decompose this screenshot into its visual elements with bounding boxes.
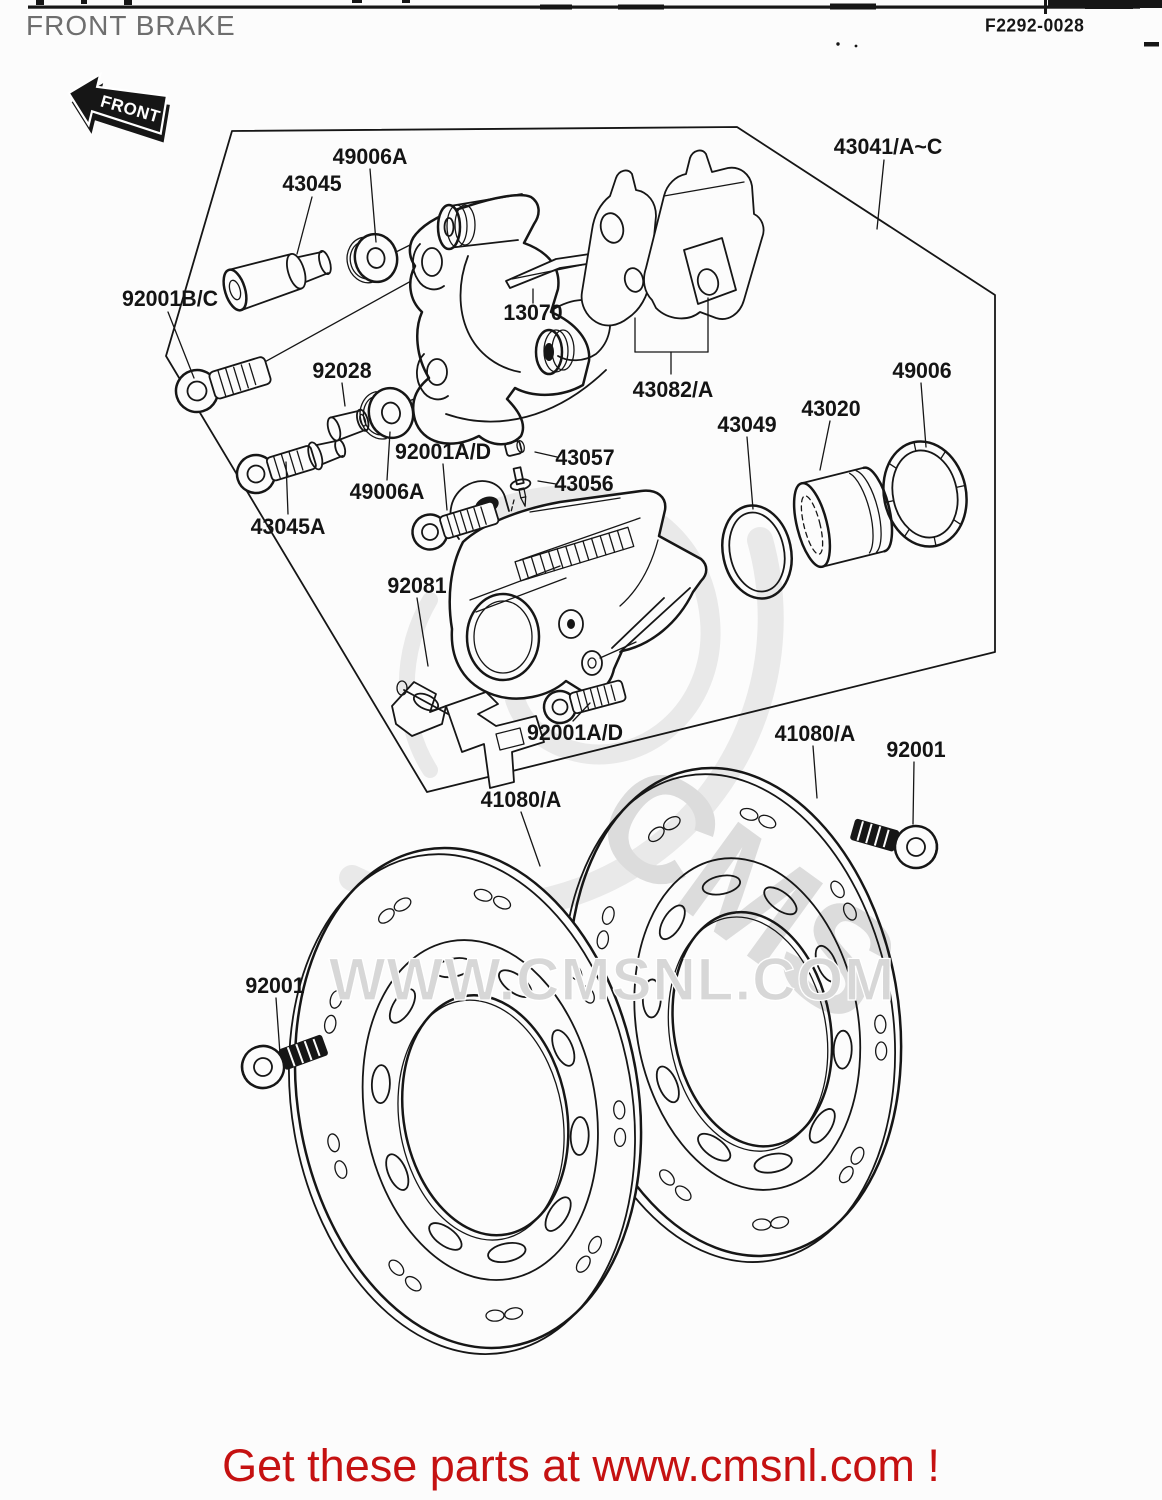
brake-disc-left	[288, 846, 643, 1355]
part-label-92081[interactable]: 92081	[387, 573, 447, 598]
part-label-92001bc[interactable]: 92001B/C	[121, 286, 219, 311]
part-label-49006[interactable]: 49006	[892, 358, 952, 383]
bleed-valve-drawing	[504, 440, 532, 513]
part-label-43057[interactable]: 43057	[555, 445, 615, 470]
part-label-41080a[interactable]: 41080/A	[774, 721, 856, 746]
bolt-92001bc	[174, 356, 272, 414]
bolt-92001ad-upper	[411, 500, 500, 551]
border-polygon	[165, 126, 996, 793]
part-label-92028[interactable]: 92028	[312, 358, 372, 383]
piston-43020-drawing	[792, 466, 894, 569]
bolt-92001ad-lower	[542, 679, 627, 725]
bolt-92001-right	[850, 818, 939, 870]
part-label-49006a[interactable]: 49006A	[349, 479, 425, 504]
front-arrow: FRONT	[67, 71, 170, 143]
pads-group-bracket	[634, 297, 709, 375]
bolt-43045a	[235, 438, 347, 495]
bolt-92001-left	[240, 1034, 328, 1090]
watermark-url-text: WWW.CMSNL.COM	[329, 946, 895, 1013]
part-label-43045a[interactable]: 43045A	[250, 514, 326, 539]
part-label-49006a[interactable]: 49006A	[332, 144, 408, 169]
fiche-code: F2292-0028	[985, 14, 1085, 36]
part-label-43056[interactable]: 43056	[554, 471, 614, 496]
pad-spring-drawing	[391, 680, 545, 789]
part-label-41080a[interactable]: 41080/A	[480, 787, 562, 812]
part-label-13070[interactable]: 13070	[503, 300, 563, 325]
part-label-43049[interactable]: 43049	[717, 412, 777, 437]
seal-43049	[721, 504, 793, 600]
sleeve-92028	[326, 408, 370, 442]
part-label-43041ac[interactable]: 43041/A~C	[833, 134, 943, 159]
part-label-43045[interactable]: 43045	[282, 171, 342, 196]
caliper-holder-drawing	[408, 193, 611, 446]
scan-artifacts	[28, 0, 1162, 48]
page-title: FRONT BRAKE	[26, 10, 236, 41]
boot-49006a-lower	[359, 386, 415, 440]
part-label-92001[interactable]: 92001	[245, 973, 305, 998]
part-label-43020[interactable]: 43020	[801, 396, 861, 421]
brake-pads-drawing	[580, 149, 765, 327]
part-label-92001[interactable]: 92001	[886, 737, 946, 762]
bushing-43045	[222, 250, 332, 312]
footer-banner[interactable]: Get these parts at www.cmsnl.com !	[222, 1440, 940, 1491]
part-label-92001ad[interactable]: 92001A/D	[526, 720, 624, 745]
part-label-43082a[interactable]: 43082/A	[632, 377, 714, 402]
seal-49006	[882, 440, 968, 548]
leader-lines	[167, 159, 927, 1055]
part-label-92001ad[interactable]: 92001A/D	[394, 439, 492, 464]
boot-49006a-upper	[346, 232, 399, 284]
